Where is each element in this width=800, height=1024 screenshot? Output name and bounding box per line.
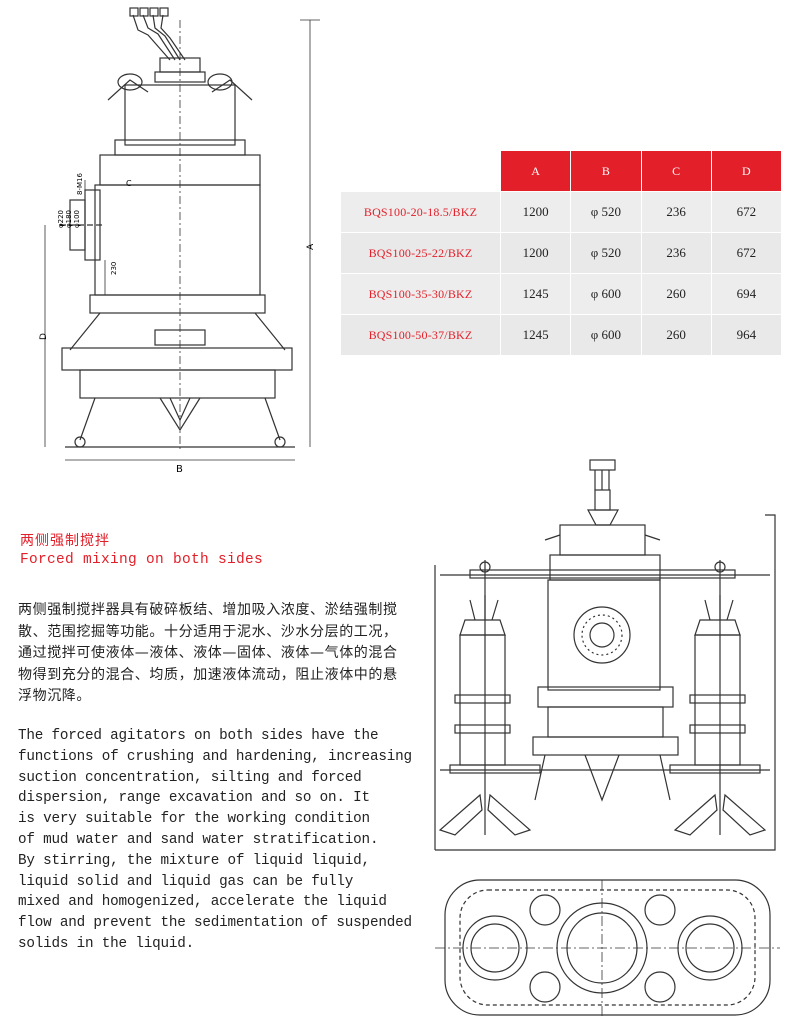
header-c: C [640,150,712,192]
model-cell: BQS100-50-37/BKZ [340,314,501,356]
table-row: BQS100-25-22/BKZ 1200 φ 520 236 672 [340,232,783,274]
table-header-row: A B C D [340,150,783,192]
dim-d-label: D [39,333,49,340]
value-c: 260 [640,273,712,315]
dia1-label: φ220 [57,210,65,228]
dia3-label: φ100 [73,210,81,228]
value-a: 1245 [499,314,572,356]
value-d: 672 [710,232,783,274]
value-b: φ 520 [570,191,642,233]
table-row: BQS100-35-30/BKZ 1245 φ 600 260 694 [340,273,783,315]
header-d: D [710,150,783,192]
dim-c-label: C [126,179,132,188]
header-blank [340,150,501,192]
value-c: 236 [640,232,712,274]
dim-a-label: A [306,243,316,250]
value-d: 694 [710,273,783,315]
h230-label: 230 [110,262,118,275]
dim-b-label: B [176,464,183,475]
value-a: 1245 [499,273,572,315]
value-a: 1200 [499,232,572,274]
table-row: BQS100-50-37/BKZ 1245 φ 600 260 964 [340,314,783,356]
value-c: 260 [640,314,712,356]
model-cell: BQS100-35-30/BKZ [340,273,501,315]
description-cn: 两侧强制搅拌器具有破碎板结、增加吸入浓度、淤结强制搅散、范围挖掘等功能。十分适用… [18,602,398,704]
agitator-pump-drawing [434,459,780,1017]
value-d: 672 [710,191,783,233]
model-cell: BQS100-20-18.5/BKZ [340,191,501,233]
header-a: A [499,150,572,192]
description-en: The forced agitators on both sides have … [18,728,412,952]
bolt-label: 8-M16 [76,173,84,195]
pump-outline-drawing: A B C D 8-M16 φ220 φ180 φ100 230 [39,7,320,475]
value-d: 964 [710,314,783,356]
dia2-label: φ180 [65,210,73,228]
value-b: φ 600 [570,273,642,315]
header-b: B [570,150,642,192]
value-b: φ 520 [570,232,642,274]
value-c: 236 [640,191,712,233]
value-b: φ 600 [570,314,642,356]
model-cell: BQS100-25-22/BKZ [340,232,501,274]
value-a: 1200 [499,191,572,233]
section-title-en: Forced mixing on both sides [20,552,264,568]
spec-table: A B C D BQS100-20-18.5/BKZ 1200 φ 520 23… [340,150,783,356]
table-row: BQS100-20-18.5/BKZ 1200 φ 520 236 672 [340,191,783,233]
section-title-cn: 两侧强制搅拌 [20,533,110,549]
